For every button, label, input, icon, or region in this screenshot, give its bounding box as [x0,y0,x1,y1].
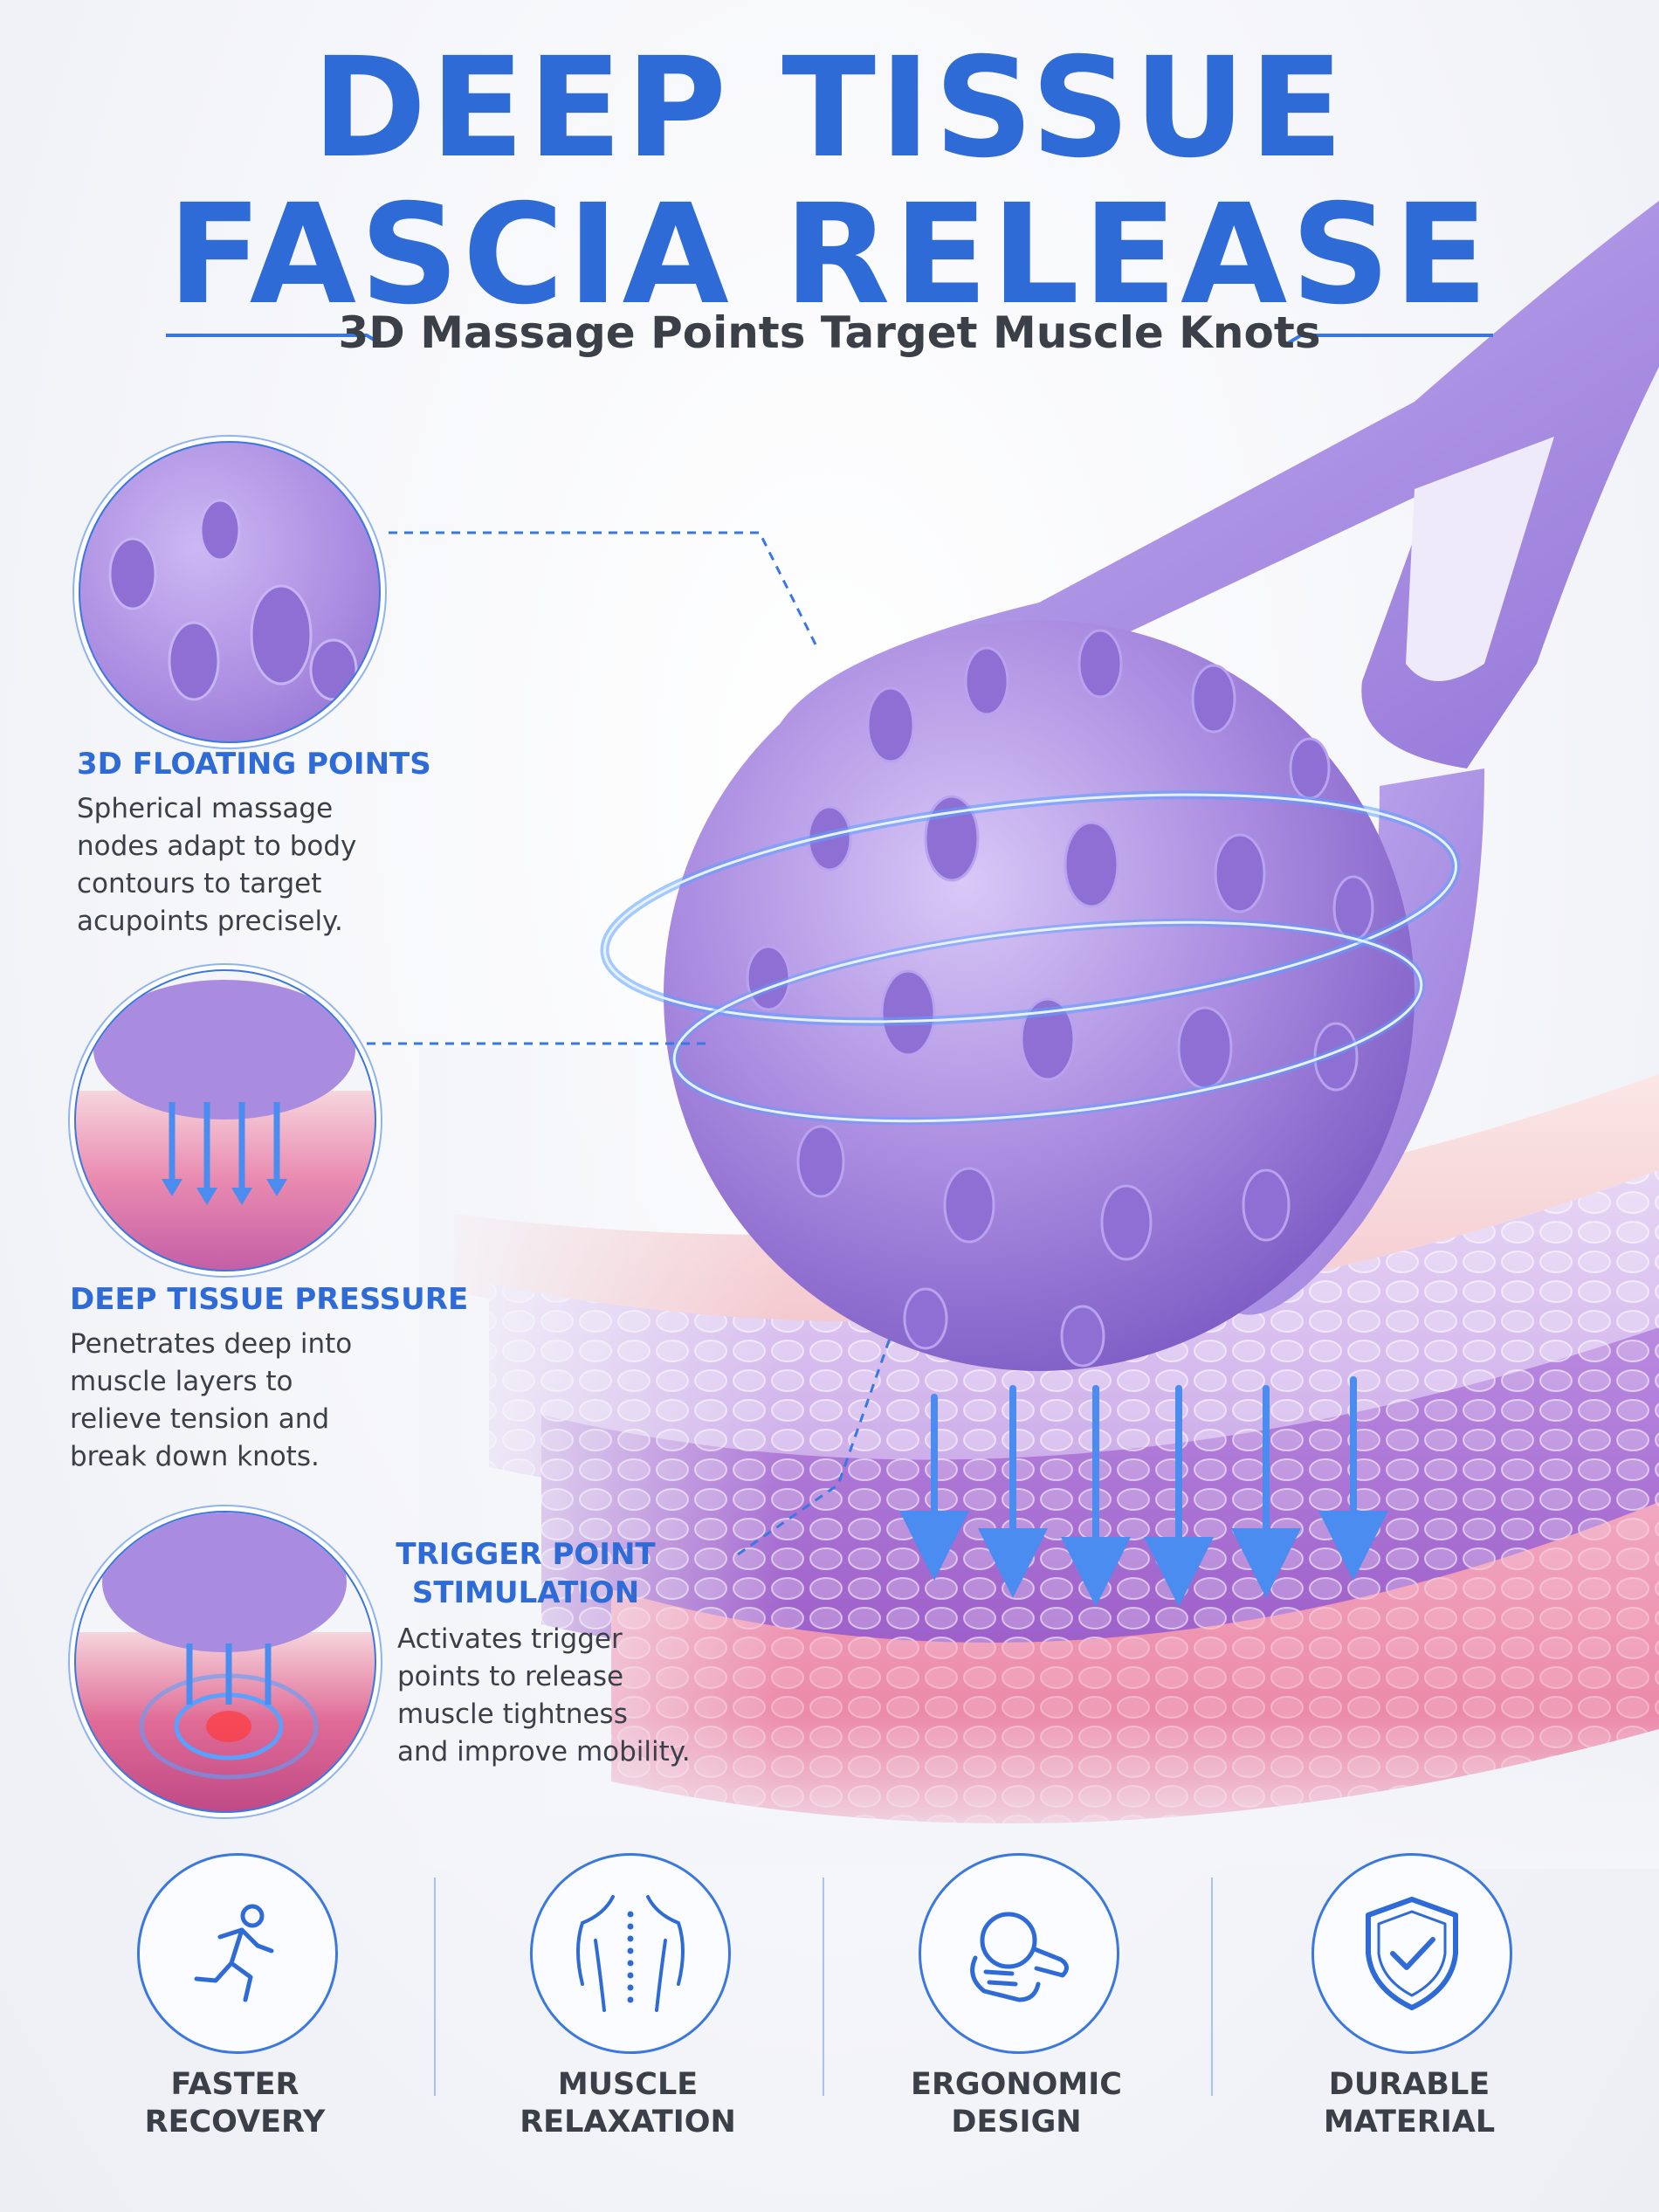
deep-pressure-closeup [74,969,376,1271]
badge-divider [1211,1878,1213,2096]
badge-label-line: ERGONOMIC [911,2067,1122,2102]
badge-muscle-relaxation [530,1853,731,2054]
feature-3-line: muscle tightness [397,1699,628,1730]
trigger-point-closeup [74,1511,376,1813]
feature-2-description: Penetrates deep into muscle layers to re… [70,1326,402,1476]
feature-3-line: Activates trigger [397,1623,623,1655]
feature-2-line: relieve tension and [70,1403,330,1435]
badge-faster-recovery-label: FASTER RECOVERY [111,2066,359,2141]
feature-3-title-line: STIMULATION [411,1575,640,1610]
motion-rings [600,790,1461,1126]
badge-label-line: FASTER [170,2067,299,2102]
badge-label-line: MUSCLE [557,2067,699,2102]
tissue-layers [419,1048,1659,1869]
feature-2-line: break down knots. [70,1441,320,1472]
human-back-spine-icon [576,1895,685,2012]
badge-label-line: MATERIAL [1323,2105,1496,2140]
feature-1-title: 3D FLOATING POINTS [77,747,431,782]
badge-durable-material [1311,1853,1512,2054]
subtitle-rules [166,334,1493,348]
badge-icon-circle [919,1853,1119,2054]
massage-ball [664,620,1415,1371]
badge-faster-recovery [137,1853,338,2054]
feature-3-line: points to release [397,1661,624,1692]
badge-label-line: DURABLE [1328,2067,1490,2102]
pressure-arrows [899,1376,1388,1607]
feature-2-line: Penetrates deep into [70,1328,353,1360]
headline-line-1: DEEP TISSUE [312,28,1347,189]
feature-1-line: acupoints precisely. [77,906,343,937]
shield-check-icon [1366,1897,1458,2010]
feature-1-description: Spherical massage nodes adapt to body co… [77,790,409,941]
badge-divider [434,1878,436,2096]
feature-3-title-line: TRIGGER POINT [396,1537,656,1572]
badge-label-line: RELAXATION [520,2105,736,2140]
badge-divider [823,1878,824,2096]
headline-line-2: FASCIA RELEASE [167,175,1492,335]
headline: DEEP TISSUE FASCIA RELEASE [0,35,1659,328]
badge-label-line: RECOVERY [144,2105,326,2140]
badge-icon-circle [1311,1853,1512,2054]
feature-3-line: and improve mobility. [397,1736,691,1768]
badge-durable-material-label: DURABLE MATERIAL [1285,2066,1533,2141]
badge-ergonomic-design [919,1853,1119,2054]
callout-connectors [367,531,892,1556]
feature-1-line: nodes adapt to body [77,830,357,862]
badge-label-line: DESIGN [951,2105,1082,2140]
feature-2-line: muscle layers to [70,1366,293,1397]
badge-icon-circle [530,1853,731,2054]
feature-3-title: TRIGGER POINT STIMULATION [395,1535,657,1612]
feature-3-description: Activates trigger points to release musc… [397,1621,764,1771]
feature-1-line: contours to target [77,868,322,899]
feature-1-line: Spherical massage [77,793,334,824]
badge-muscle-relaxation-label: MUSCLE RELAXATION [504,2066,752,2141]
badge-icon-circle [137,1853,338,2054]
badge-ergonomic-design-label: ERGONOMIC DESIGN [892,2066,1140,2141]
subtitle: 3D Massage Points Target Muscle Knots [338,307,1321,358]
feature-2-title: DEEP TISSUE PRESSURE [70,1282,469,1317]
floating-points-closeup [79,441,381,743]
hand-grip-icon [970,1912,1069,2002]
running-person-icon [194,1904,274,2002]
